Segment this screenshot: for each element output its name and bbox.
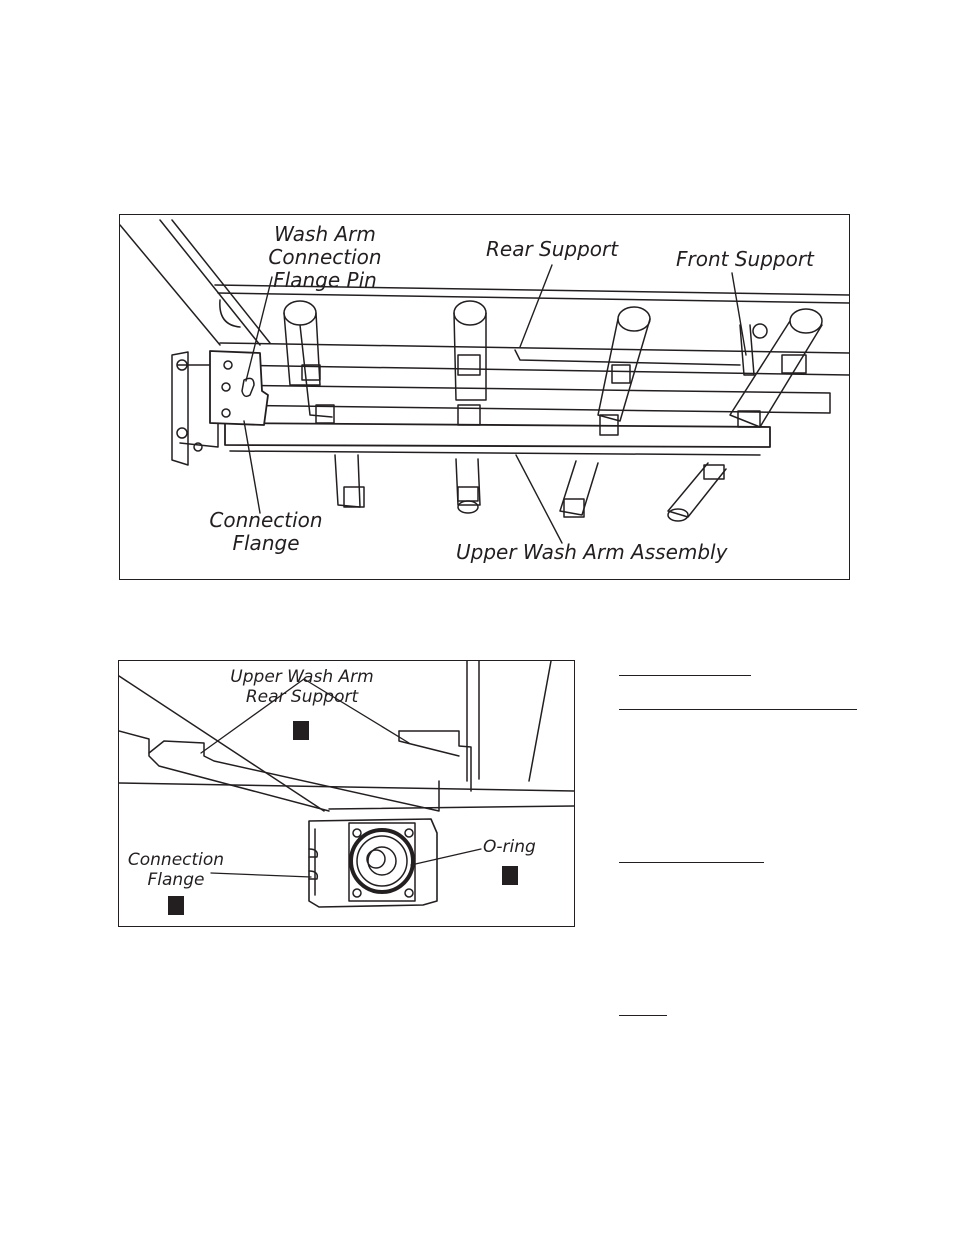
callout-marker-o-ring [502, 866, 518, 885]
label-front-support: Front Support [676, 247, 814, 271]
label-connection-flange: Connection Flange [209, 508, 323, 555]
divider-rule-2 [619, 709, 857, 710]
label-o-ring: O-ring [483, 837, 536, 857]
wash-arm-assembly-drawing [120, 219, 849, 544]
callout-marker-rear-support [293, 721, 309, 740]
label-rear-support: Rear Support [486, 237, 619, 261]
rear-support-drawing [119, 661, 574, 908]
label-upper-wash-arm-assembly: Upper Wash Arm Assembly [456, 540, 728, 564]
figure-rear-support-oring: Upper Wash Arm Rear Support Connection F… [118, 660, 575, 927]
figure-upper-wash-arm-assembly: Wash Arm Connection Flange Pin Rear Supp… [119, 214, 850, 580]
divider-rule-4 [619, 1015, 667, 1016]
callout-marker-connection-flange [168, 896, 184, 915]
label-wash-arm-connection-flange-pin: Wash Arm Connection Flange Pin [268, 222, 382, 292]
divider-rule-3 [619, 862, 764, 863]
label-connection-flange: Connection Flange [127, 850, 225, 890]
label-upper-wash-arm-rear-support: Upper Wash Arm Rear Support [230, 667, 374, 707]
divider-rule-1 [619, 675, 751, 676]
